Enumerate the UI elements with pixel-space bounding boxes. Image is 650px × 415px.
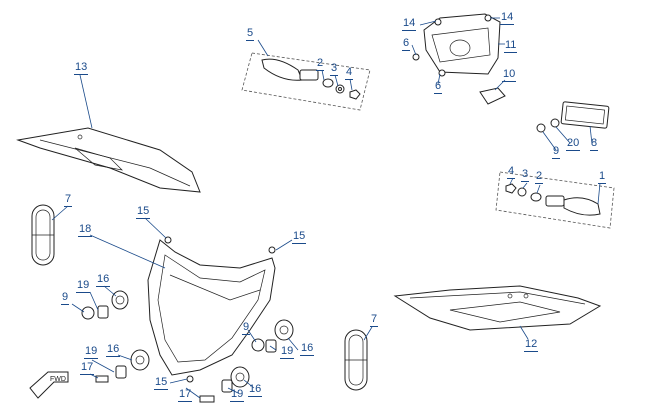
callout-11: 11 [504, 39, 518, 53]
turn-signal-left-assembly [241, 52, 371, 111]
callout-15-bottom: 15 [154, 376, 169, 390]
fwd-label: FWD [50, 376, 66, 383]
callout-20: 20 [566, 137, 581, 151]
tail-light-assembly [412, 13, 501, 77]
callout-13: 13 [74, 61, 89, 75]
side-panel-left [16, 127, 201, 193]
reflector-fasteners [536, 118, 560, 133]
callout-19-upper: 19 [76, 279, 91, 293]
callout-17-left: 17 [80, 361, 95, 375]
callout-12: 12 [524, 338, 539, 352]
callout-16-upper: 16 [96, 273, 111, 287]
reflector [560, 101, 610, 129]
callout-6-lower: 6 [434, 80, 443, 94]
callout-5: 5 [246, 27, 255, 41]
callout-8: 8 [590, 137, 599, 151]
callout-19-right: 19 [280, 345, 295, 359]
callout-15-top: 15 [136, 205, 151, 219]
callout-16-right: 16 [300, 342, 315, 356]
callout-4: 4 [345, 66, 354, 80]
callout-2-rear: 2 [535, 170, 544, 184]
grommet-stack-upper [81, 290, 129, 320]
callout-10: 10 [502, 68, 517, 82]
license-light [479, 87, 506, 105]
grommet-stack-mid-left [95, 349, 150, 383]
side-panel-right [393, 285, 602, 331]
callout-4-rear: 4 [507, 165, 516, 179]
grommet-stack-right [251, 319, 294, 353]
headlight-assembly [147, 236, 276, 383]
leader-lines [51, 17, 601, 399]
callout-18: 18 [78, 223, 93, 237]
callout-3: 3 [330, 62, 339, 76]
callout-15-right: 15 [292, 230, 307, 244]
turn-signal-right-assembly [495, 171, 615, 229]
callout-6-upper: 6 [402, 37, 411, 51]
lens-right [344, 329, 368, 391]
callout-19-mid: 19 [84, 345, 99, 359]
callout-17-bottom: 17 [178, 388, 193, 402]
fwd-arrow: FWD [29, 371, 69, 399]
callout-19-bottom: 19 [230, 388, 245, 402]
callout-2: 2 [316, 57, 325, 71]
callout-9-left: 9 [61, 291, 70, 305]
lens-left [31, 204, 55, 266]
callout-16-bottom: 16 [248, 383, 263, 397]
callout-7-right: 7 [370, 313, 379, 327]
callout-14-left: 14 [402, 17, 417, 31]
callout-16-mid: 16 [106, 343, 121, 357]
callout-14-right: 14 [500, 11, 515, 25]
callout-7-left: 7 [64, 193, 73, 207]
callout-3-rear: 3 [521, 168, 530, 182]
callout-9-rear: 9 [552, 145, 561, 159]
callout-1: 1 [598, 170, 607, 184]
callout-9-right: 9 [242, 321, 251, 335]
